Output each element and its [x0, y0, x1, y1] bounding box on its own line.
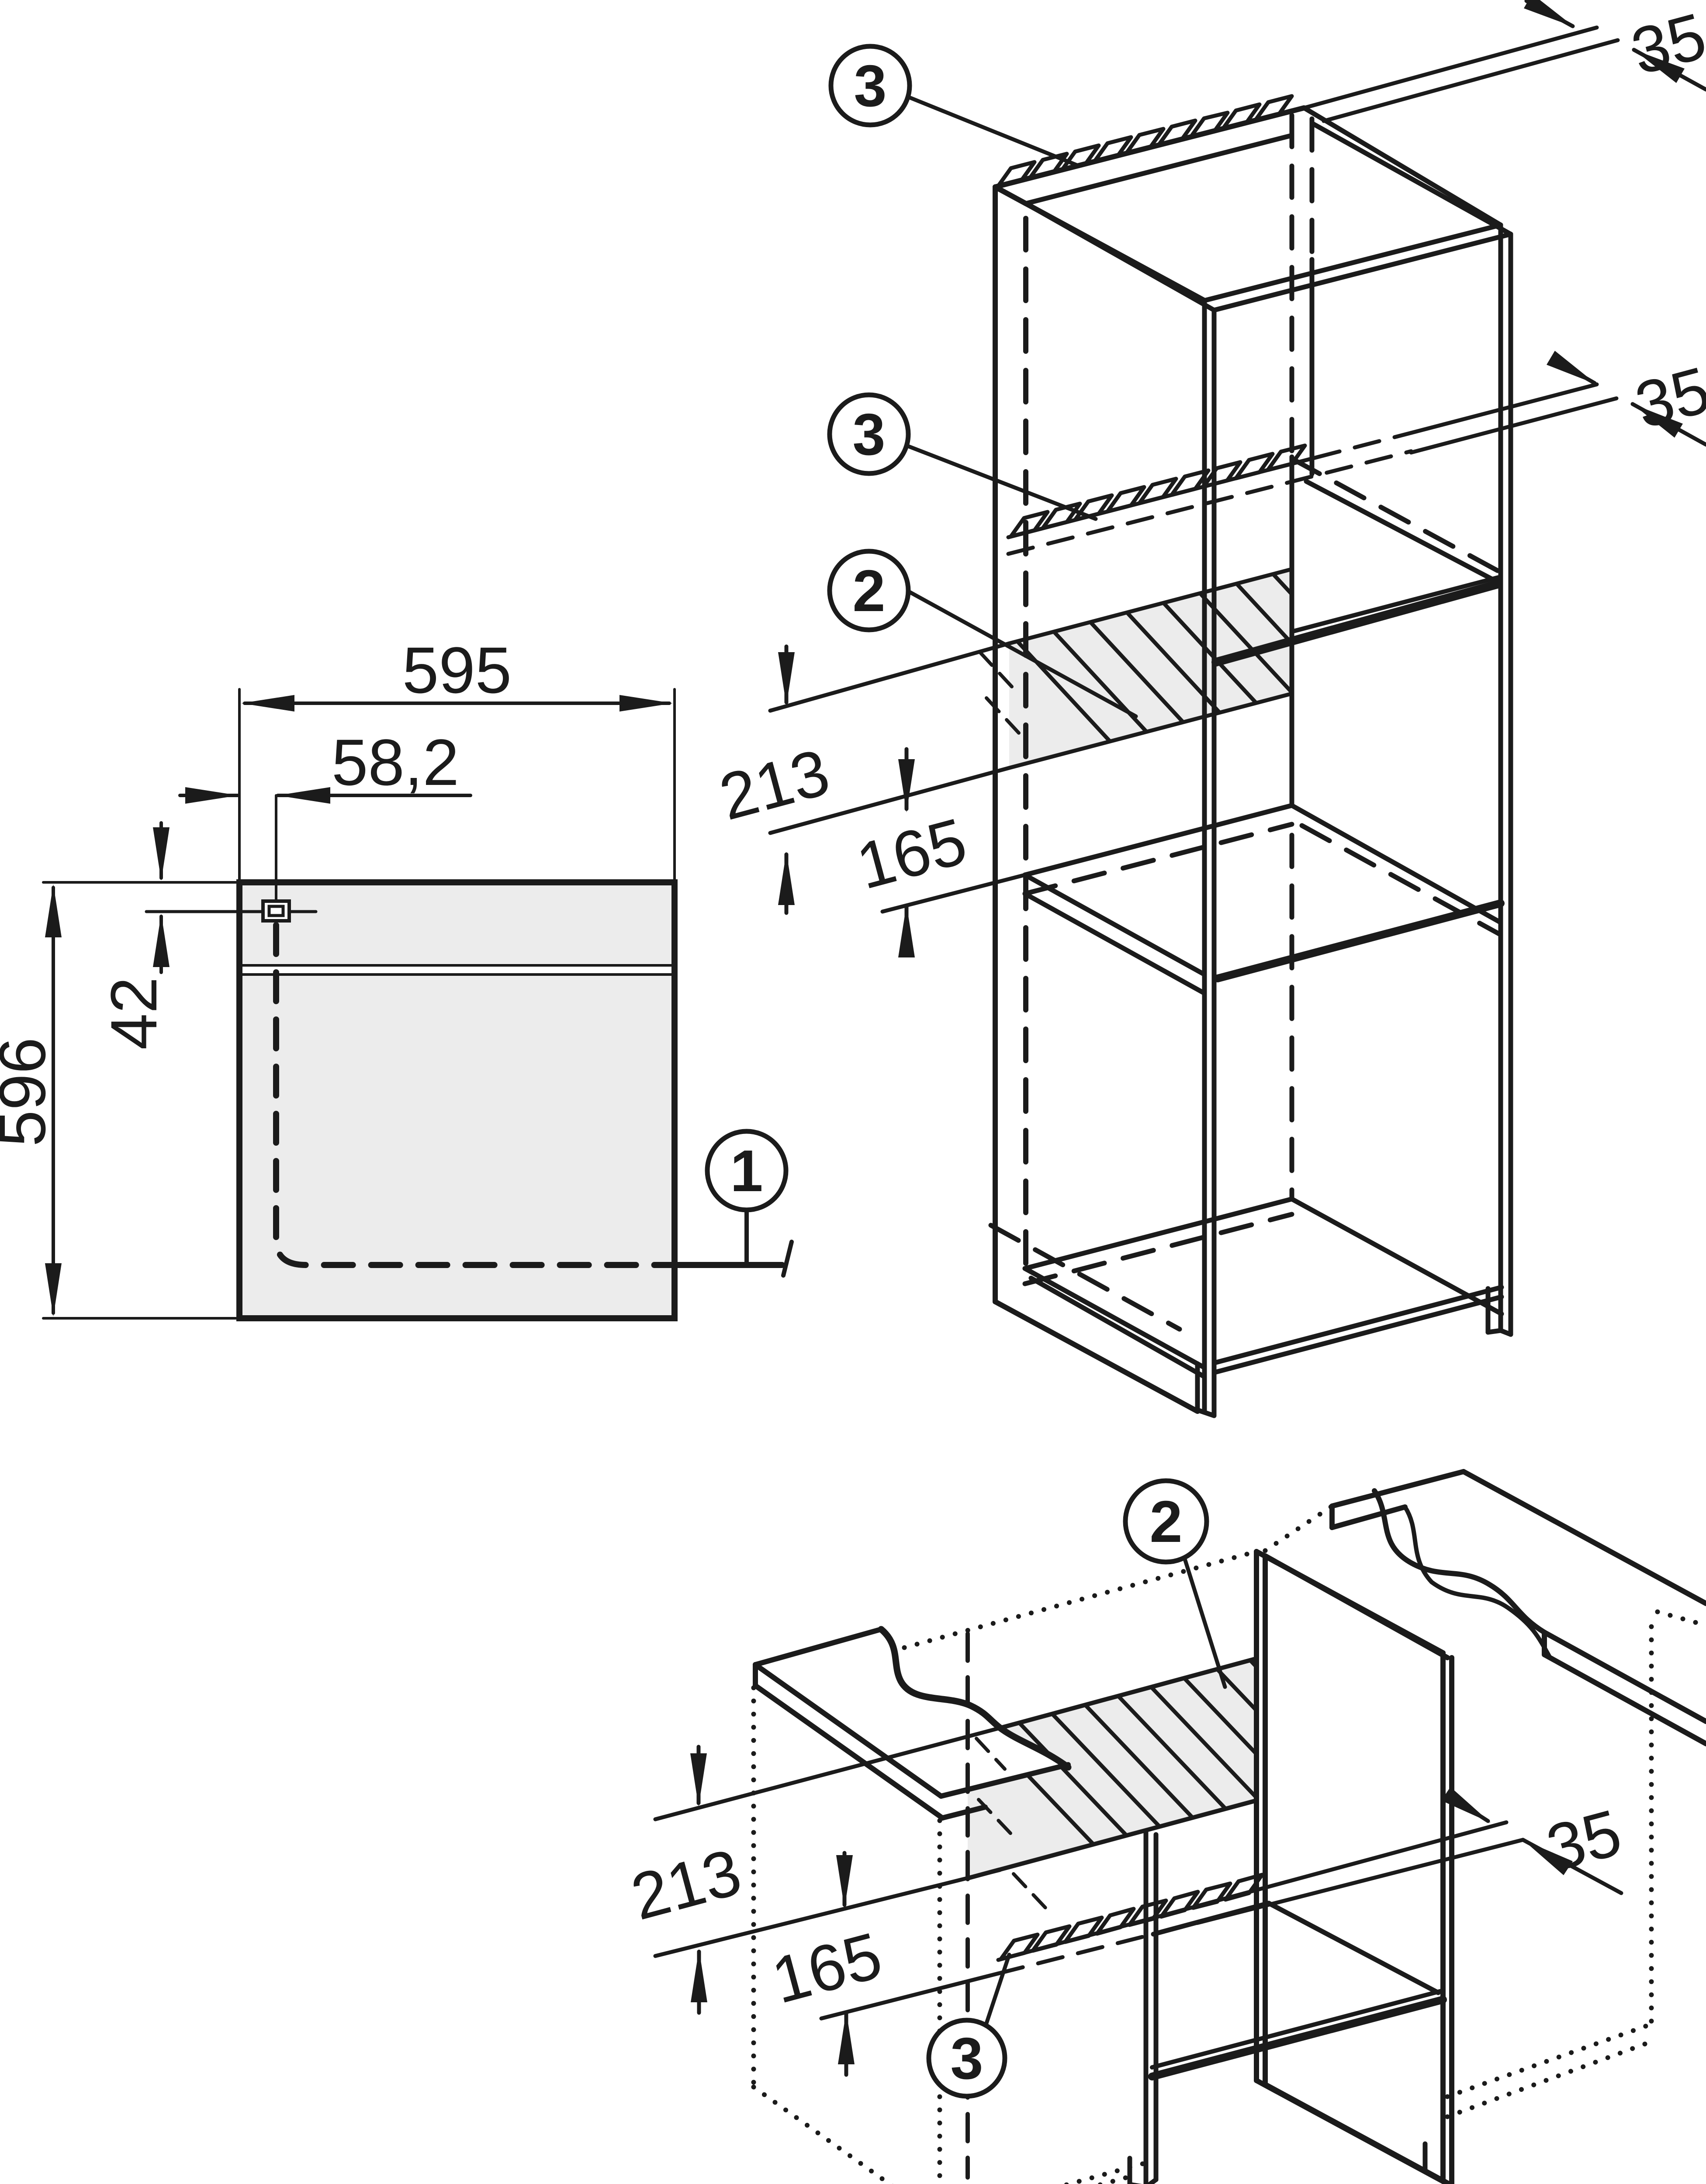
svg-text:2: 2	[852, 558, 885, 624]
svg-text:596: 596	[0, 1037, 59, 1147]
svg-text:595: 595	[402, 633, 512, 707]
svg-text:2: 2	[1149, 1489, 1182, 1555]
svg-text:3: 3	[852, 401, 885, 467]
svg-text:42: 42	[97, 977, 170, 1050]
svg-text:3: 3	[950, 2025, 983, 2091]
svg-text:58,2: 58,2	[332, 726, 459, 799]
svg-text:1: 1	[730, 1138, 763, 1204]
svg-text:3: 3	[854, 53, 886, 119]
